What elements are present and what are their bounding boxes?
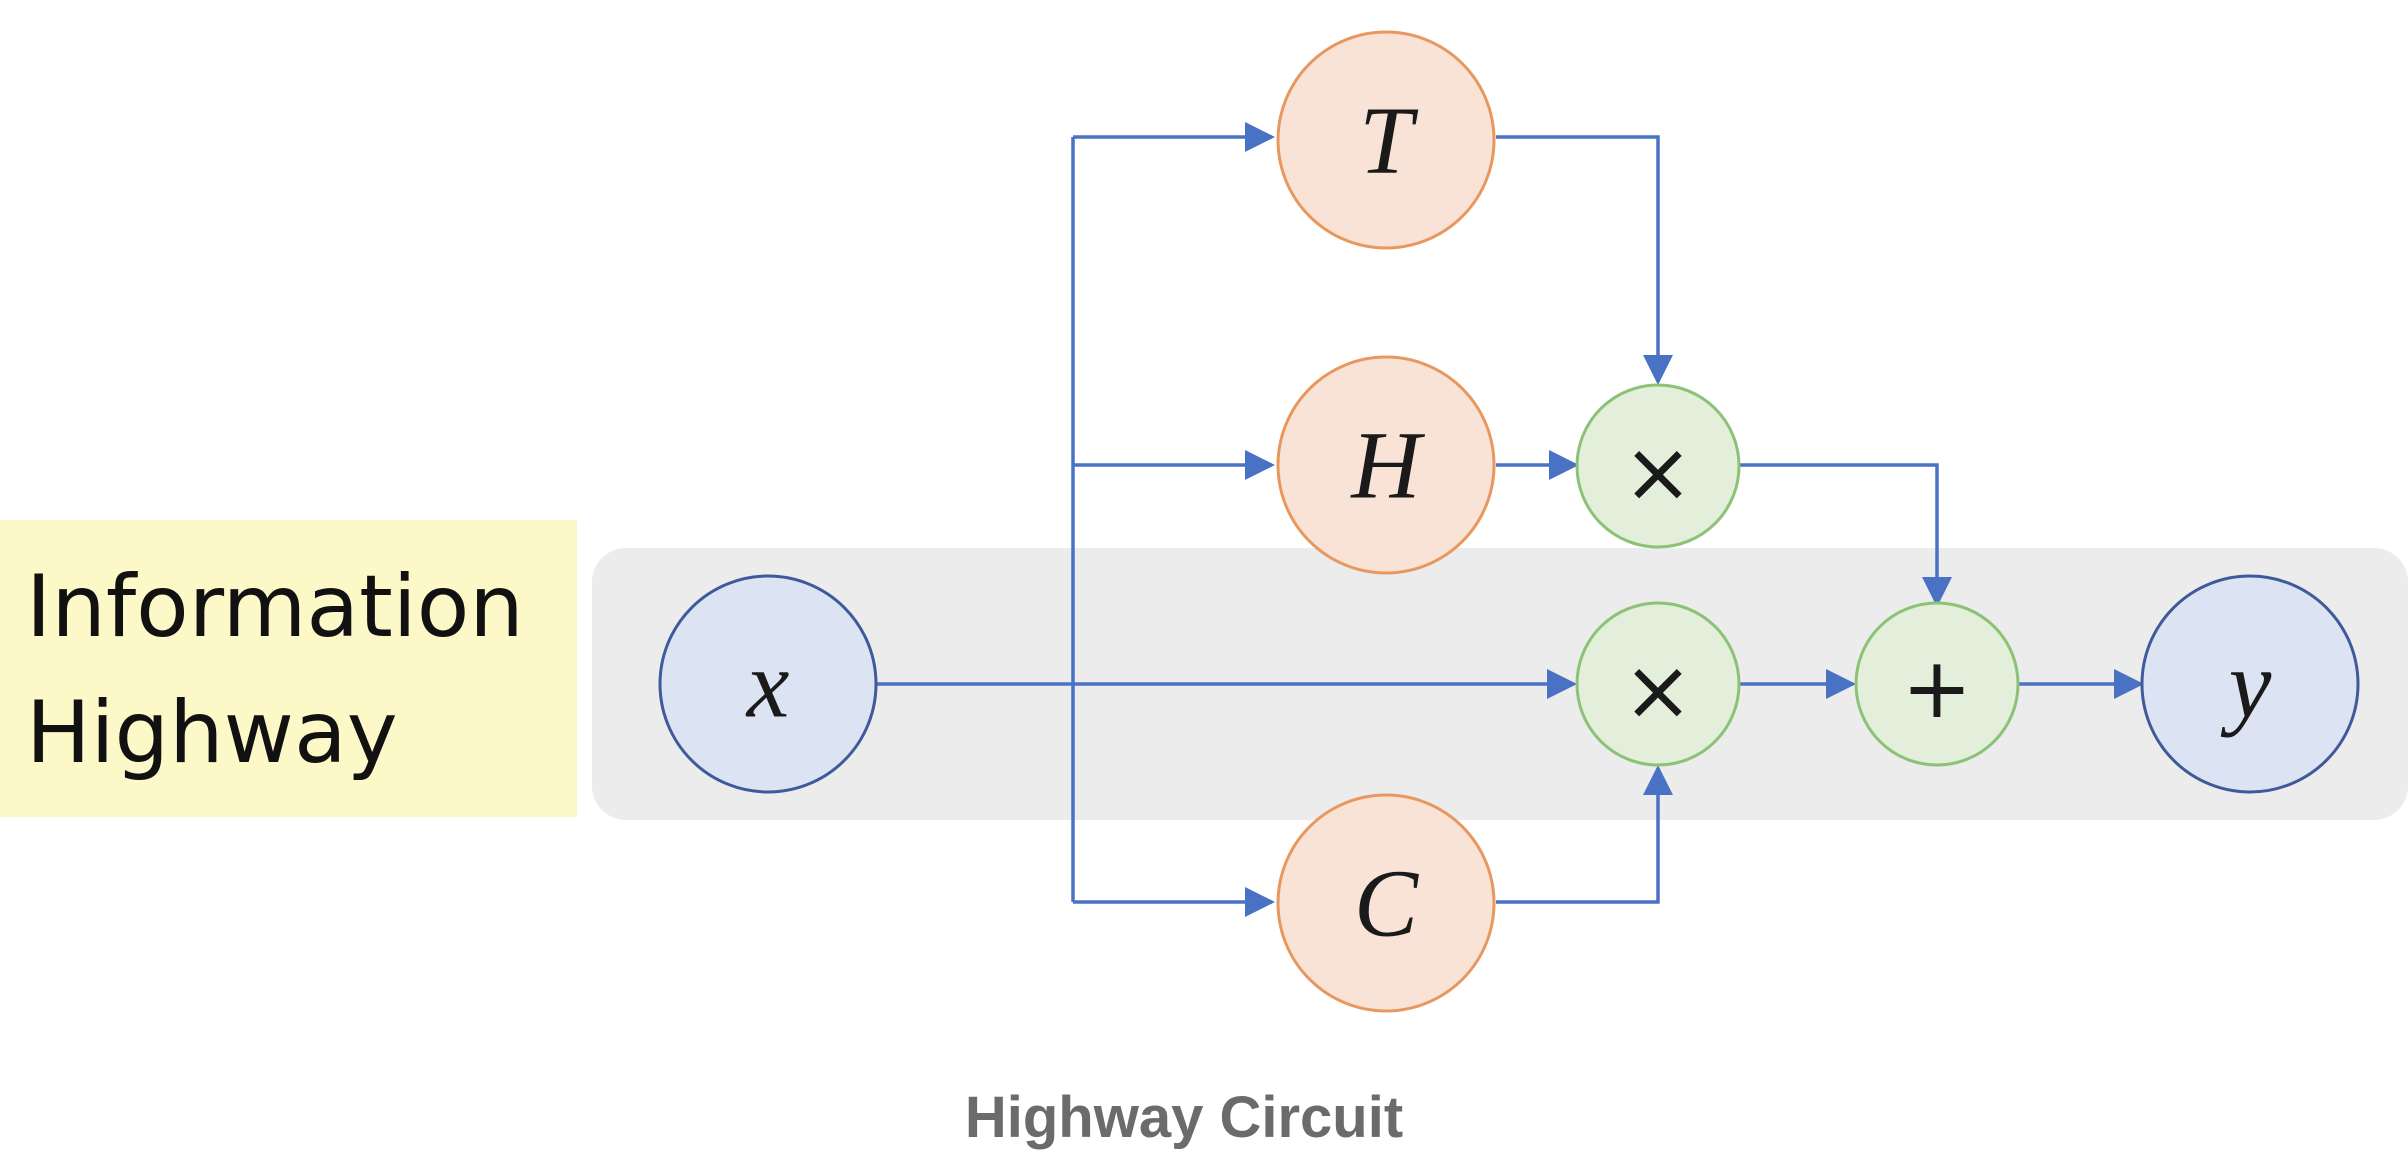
multiply-mid-symbol: ×: [1623, 641, 1693, 739]
node-y: y: [2140, 574, 2360, 794]
wire-c-to-mul-mid: [1496, 765, 1673, 904]
highway-label-box: [0, 520, 577, 817]
node-t: T: [1276, 30, 1496, 250]
highway-label-line1: Information: [26, 557, 524, 657]
multiply-top: ×: [1575, 383, 1741, 549]
add-symbol: +: [1902, 639, 1972, 737]
highway-label-line2: Highway: [26, 683, 398, 783]
node-c: C: [1276, 793, 1496, 1013]
diagram-caption: Highway Circuit: [965, 1085, 1403, 1150]
node-t-label: T: [1359, 87, 1419, 194]
node-y-label: y: [2220, 631, 2272, 738]
add-node: +: [1854, 601, 2020, 767]
node-c-label: C: [1354, 850, 1419, 957]
node-h-label: H: [1349, 412, 1425, 519]
wire-mul-top-to-add: [1740, 463, 1952, 607]
node-x-label: x: [745, 631, 790, 738]
node-x: x: [658, 574, 878, 794]
node-h: H: [1276, 355, 1496, 575]
multiply-top-symbol: ×: [1623, 423, 1693, 521]
wire-t-to-mul-top: [1496, 135, 1673, 385]
connections: [875, 122, 2144, 917]
multiply-mid: ×: [1575, 601, 1741, 767]
